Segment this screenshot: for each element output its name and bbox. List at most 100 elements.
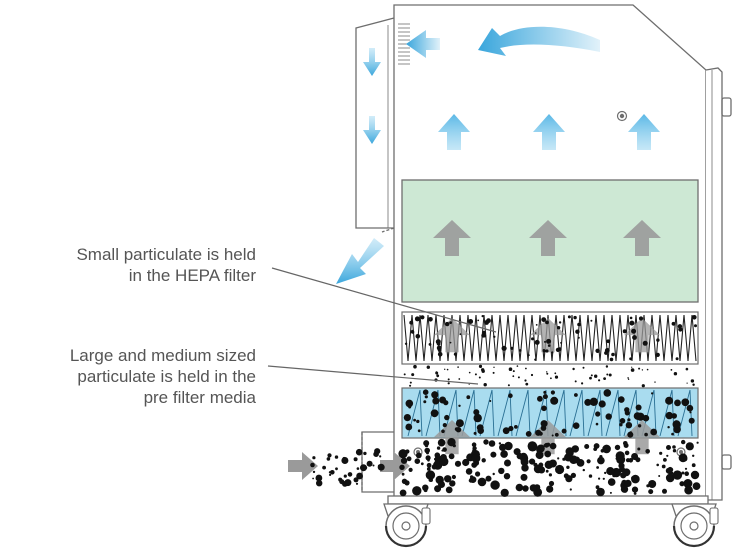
particle [547, 344, 551, 347]
particle [483, 439, 489, 445]
particle [372, 464, 375, 467]
particle [329, 473, 332, 476]
particle [481, 458, 486, 463]
particle [471, 442, 477, 448]
particle [573, 315, 577, 320]
particle [481, 369, 485, 373]
particle [648, 480, 657, 488]
particle [423, 400, 427, 404]
particle [681, 439, 686, 445]
particle [619, 418, 626, 424]
particle [555, 376, 558, 379]
particle [512, 375, 515, 378]
particle [530, 373, 534, 377]
particle [512, 370, 515, 373]
particle [481, 315, 484, 318]
particle [584, 444, 590, 449]
particle [485, 475, 492, 482]
particle [504, 459, 511, 467]
particle [631, 453, 639, 460]
particle [355, 448, 363, 456]
particle [582, 366, 585, 369]
particle [355, 482, 359, 485]
particle [328, 471, 332, 474]
particle [620, 485, 629, 493]
particle [474, 373, 477, 376]
particle [420, 315, 425, 320]
particle [618, 396, 625, 403]
particle [439, 396, 447, 404]
particle [675, 357, 679, 361]
particle [671, 321, 676, 326]
particle [605, 365, 609, 368]
particle [545, 469, 549, 473]
particle [595, 422, 599, 426]
particle [516, 452, 523, 460]
particle [569, 455, 573, 459]
particle [442, 423, 447, 428]
particle [490, 451, 497, 458]
particle [692, 315, 697, 320]
particle [560, 342, 562, 344]
particle [406, 456, 412, 462]
particle [401, 472, 405, 476]
particle [665, 473, 675, 483]
particle [595, 348, 600, 353]
particle [581, 460, 584, 464]
particle [629, 316, 633, 320]
particle [572, 422, 580, 430]
particle [475, 471, 481, 477]
particle [347, 472, 353, 477]
particle [548, 459, 557, 468]
particle [517, 376, 520, 379]
particle [510, 346, 514, 350]
particle [403, 414, 411, 422]
particle [426, 451, 429, 455]
particle [555, 347, 561, 352]
particle [543, 390, 547, 394]
particle [449, 321, 452, 324]
particle [481, 333, 486, 338]
particle [459, 333, 462, 336]
particle [473, 431, 477, 435]
particle [534, 339, 540, 345]
prefilter-callout-line: particulate is held in the [77, 367, 256, 386]
particle [498, 442, 502, 445]
particle [404, 342, 408, 345]
particle [656, 463, 659, 467]
particle [549, 442, 557, 450]
particle [353, 457, 358, 462]
particle [605, 413, 612, 420]
particle [431, 464, 437, 470]
particle [606, 467, 615, 476]
particle [603, 377, 606, 380]
particle [650, 428, 658, 436]
particle [525, 431, 532, 437]
particle [426, 462, 432, 468]
particle [606, 373, 609, 376]
particle [589, 376, 592, 380]
particle [471, 453, 481, 463]
particle [490, 480, 500, 490]
particle [422, 389, 429, 396]
particle [534, 358, 537, 361]
hepa-callout: Small particulate is held in the HEPA fi… [76, 244, 256, 286]
particle [377, 463, 385, 471]
particle [399, 464, 405, 470]
particle [447, 378, 450, 381]
particle [672, 449, 677, 453]
particle [546, 485, 554, 493]
particle [609, 357, 614, 362]
particle [486, 318, 491, 324]
particle [504, 441, 513, 451]
particle [641, 384, 645, 388]
particle [590, 319, 593, 322]
particle [681, 471, 685, 475]
particle [457, 366, 459, 368]
particle [567, 315, 571, 319]
particle [688, 417, 695, 424]
particle [431, 391, 439, 399]
particle [629, 320, 635, 326]
particle [426, 365, 430, 369]
particle [672, 420, 681, 429]
